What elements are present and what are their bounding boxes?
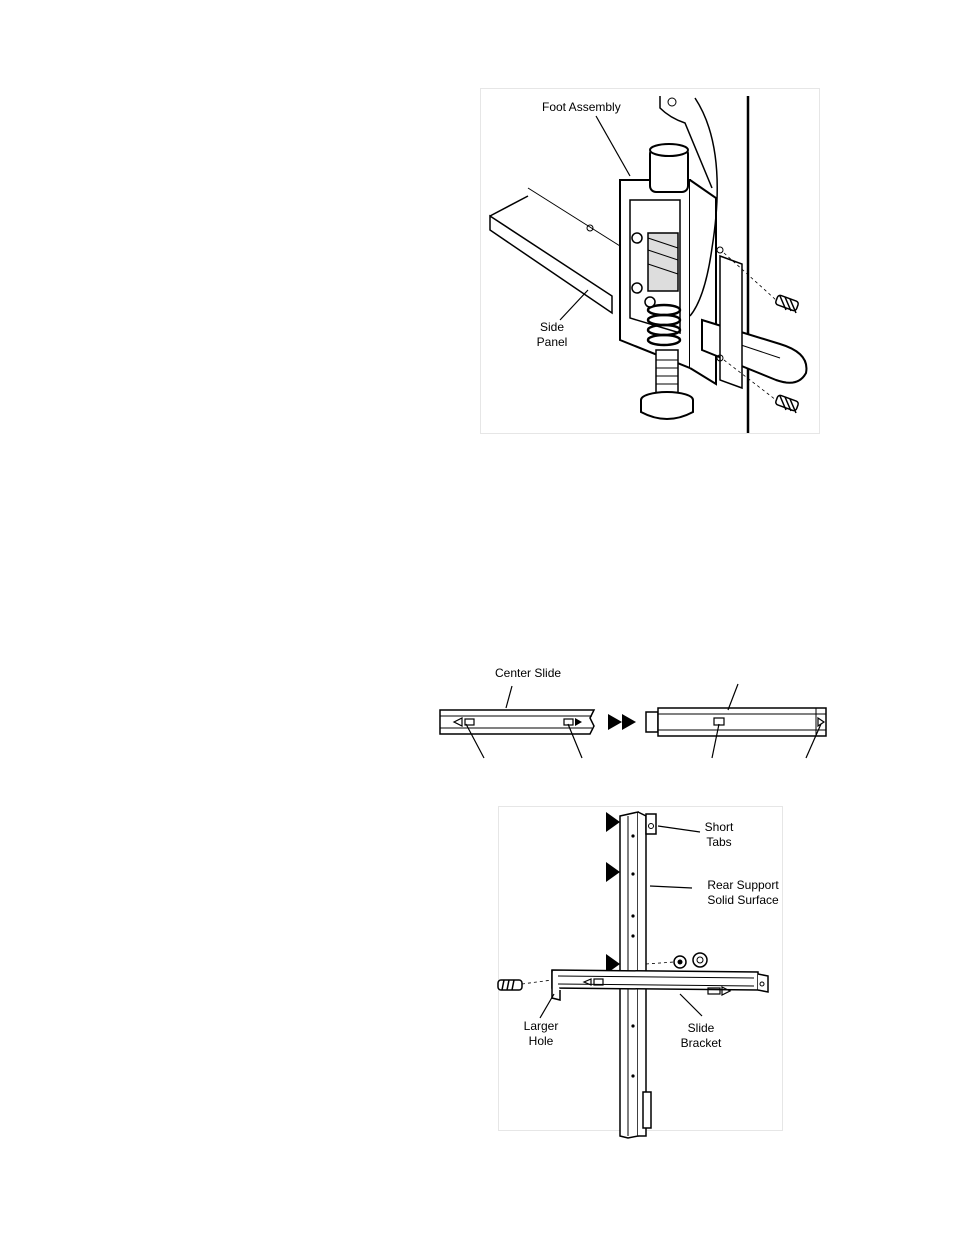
foot-assembly-illustration <box>480 88 820 434</box>
rear-support-label-line1: Rear Support <box>694 878 792 893</box>
tab-arrow-icon <box>606 812 620 832</box>
rear-support-label-line2: Solid Surface <box>694 893 792 908</box>
short-tabs-label-line2: Tabs <box>698 835 740 850</box>
slide-bracket-label-line2: Bracket <box>676 1036 726 1051</box>
tab-arrow-icon <box>606 862 620 882</box>
side-panel-label-line1: Side <box>530 320 574 335</box>
rear-support-figure: Short Tabs Rear Support Solid Surface La… <box>488 806 788 1140</box>
direction-arrow-icon <box>622 714 636 730</box>
center-slide-figure: Center Slide <box>436 662 836 762</box>
short-tabs-label-line1: Short <box>698 820 740 835</box>
side-panel-label-line2: Panel <box>530 335 574 350</box>
larger-hole-label-line1: Larger <box>514 1019 568 1034</box>
rear-support-illustration <box>488 806 788 1140</box>
slide-bracket-label-line1: Slide <box>676 1021 726 1036</box>
foot-assembly-figure: Foot Assembly Side Panel <box>480 88 820 434</box>
direction-arrow-icon <box>608 714 622 730</box>
larger-hole-label-line2: Hole <box>514 1034 568 1049</box>
foot-assembly-label: Foot Assembly <box>542 100 621 115</box>
center-slide-label: Center Slide <box>495 666 561 681</box>
